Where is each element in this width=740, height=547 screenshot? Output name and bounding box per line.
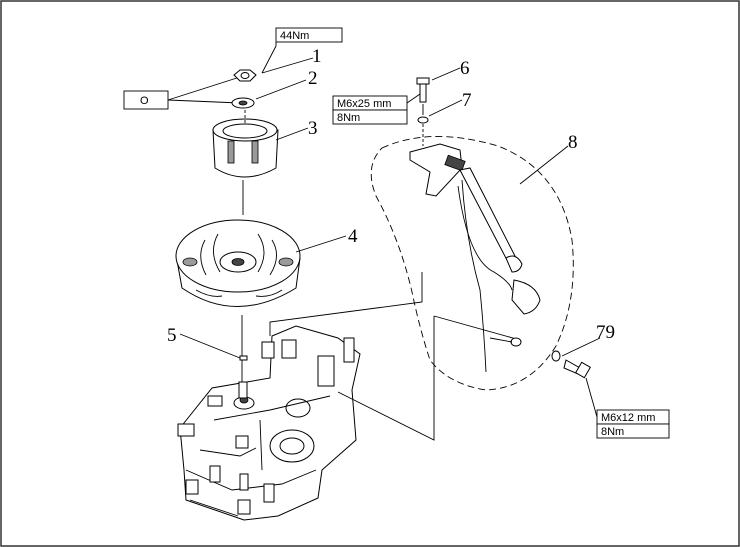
callout-2: 2 [308, 68, 318, 89]
torque-box-44nm-text: 44Nm [280, 30, 309, 42]
connector-symbol-text: O [140, 95, 149, 107]
lower-screw: 79 [561, 322, 615, 379]
callout-7: 7 [462, 90, 472, 111]
callout-6: 6 [460, 58, 470, 79]
woodruff-key: 5 [167, 325, 248, 361]
callout-4: 4 [348, 226, 358, 247]
flywheel: 4 [175, 219, 358, 307]
callout-1: 1 [312, 46, 322, 67]
callout-5: 5 [167, 325, 177, 346]
spec-box-upper-screw: M6x25 mm 8Nm [332, 93, 421, 125]
starter-cup: 3 [212, 118, 318, 178]
crankcase [177, 325, 361, 521]
spec-box-lower-screw-size: M6x12 mm [601, 412, 655, 424]
spec-box-upper-screw-torque: 8Nm [337, 112, 360, 124]
spec-box-upper-screw-size: M6x25 mm [337, 98, 391, 110]
spec-box-lower-screw: M6x12 mm 8Nm [585, 377, 670, 439]
upper-washer: 7 [417, 90, 472, 124]
callout-3: 3 [308, 118, 318, 139]
torque-box-44nm: 44Nm [275, 27, 343, 46]
upper-screw: 6 [416, 58, 470, 103]
ignition-coil-assembly: 8 [370, 132, 578, 391]
flywheel-washer: 2 [231, 68, 318, 109]
callout-79: 79 [596, 322, 615, 343]
spec-box-lower-screw-torque: 8Nm [601, 426, 624, 438]
lower-washer [551, 350, 561, 362]
callout-8: 8 [568, 132, 578, 153]
connector-symbol-box: O [123, 76, 241, 110]
flywheel-nut: 1 [233, 45, 322, 82]
